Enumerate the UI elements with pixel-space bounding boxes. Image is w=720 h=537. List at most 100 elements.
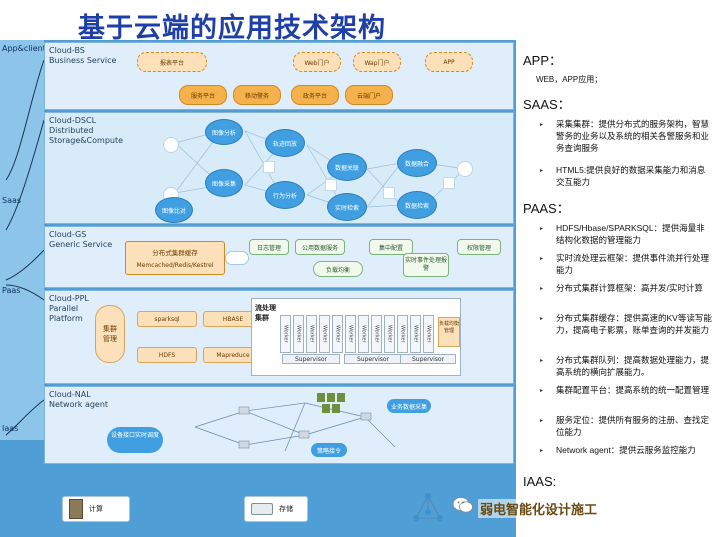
ppl-stream-cluster: 流处理集群 Worker Worker Worker Worker Worker… [251,298,461,376]
paas-item: ▸服务定位：提供所有服务的注册、查找定位能力 [540,415,710,437]
layer-cloud-nal: Cloud-NAL Network agent 业务数 [44,386,514,464]
ppl-cluster-management[interactable]: 集群管理 [95,305,125,363]
nal-strategy-command[interactable]: 策略接令 [311,443,348,457]
wechat-icon [452,497,473,513]
stream-worker: Worker [293,315,304,353]
layer-name-nal: Cloud-NAL Network agent [49,390,109,409]
stream-worker: Worker [423,315,434,353]
stream-worker: Worker [280,315,291,353]
gs-cache-title: 分布式集群缓存 [152,249,198,257]
side-label-saas: Saas [2,196,22,205]
storage-icon [251,503,273,515]
bs-service-platform[interactable]: 服务平台 [179,85,227,105]
gs-cloud-icon [225,251,249,265]
bs-gov-platform[interactable]: 政务平台 [291,85,339,105]
nal-device-interface-dispatch[interactable]: 设备接口实时调度 [107,427,163,453]
storage-card[interactable]: 存储 [244,496,308,522]
paas-item: ▸HDFS/Hbase/SPARKSQL：提供海量非结构化数据的管理能力 [540,223,705,245]
gs-cluster-cache[interactable]: 分布式集群缓存 Memcached/Redis/Kestrel [125,241,225,275]
stream-worker: Worker [358,315,369,353]
ppl-hdfs[interactable]: HDFS [137,347,197,363]
layer-name-bs: Cloud-BS Business Service [49,46,117,65]
saas-item: ▸HTML5:提供良好的数据采集能力和消息交互能力 [540,165,706,187]
paas-item: ▸Network agent：提供云服务监控能力 [540,445,696,455]
bs-cloud-portal[interactable]: 云端门户 [345,85,393,105]
stream-worker: Worker [384,315,395,353]
dscl-node-data-search[interactable]: 数据检索 [397,191,437,219]
stream-load-balance-box[interactable]: 负载均衡管理 [438,317,460,347]
stream-worker: Worker [410,315,421,353]
stream-worker: Worker [371,315,382,353]
dscl-node-data-fusion[interactable]: 数据融合 [397,149,437,177]
page-title: 基于云端的应用技术架构 [78,13,386,44]
layer-name-gs: Cloud-GS Generic Service [49,230,113,249]
ppl-sparksql[interactable]: sparksql [137,311,197,327]
watermark-text: 弱电智能化设计施工 [478,499,600,518]
layer-name-dscl: Cloud-DSCL Distributed Storage&Compute [49,116,124,145]
architecture-diagram: App&client Saas Paas Iaas Cloud-BS Busin… [0,40,516,537]
layer-cloud-gs: Cloud-GS Generic Service 分布式集群缓存 Memcach… [44,226,514,288]
compute-card[interactable]: 计算 [62,496,130,522]
paas-item: ▸集群配置平台：提高系统的统一配置管理 [540,385,710,395]
side-label-iaas: Iaas [2,424,19,433]
gs-cache-subtitle: Memcached/Redis/Kestrel [136,262,214,269]
dscl-relay-square [325,179,337,191]
saas-heading: SAAS： [523,97,571,112]
dscl-node-track-playback[interactable]: 轨迹回放 [265,129,305,157]
saas-item: ▸采集集群：提供分布式的服务架构，智慧警务的业务以及系统的相关各警服务和业务查询… [540,119,710,153]
dscl-node-behavior-analysis[interactable]: 行为分析 [265,181,305,209]
dscl-relay-square [383,187,395,199]
gs-public-data-service[interactable]: 公用数据服务 [295,239,345,255]
dscl-node-image-capture[interactable]: 图像采集 [205,169,243,197]
dscl-node-realtime-search[interactable]: 实时检索 [327,193,367,221]
stream-supervisor: Supervisor [400,354,456,364]
bs-web-portal[interactable]: Web门户 [293,52,341,72]
compute-label: 计算 [89,505,103,513]
ppl-stream-title: 流处理集群 [255,304,276,322]
gs-permission-management[interactable]: 权限管理 [457,239,501,255]
layer-name-ppl: Cloud-PPL Parallel Platform [49,294,89,323]
gs-load-balance[interactable]: 负载均衡 [313,261,363,277]
stream-worker: Worker [397,315,408,353]
side-label-paas: Paas [2,286,21,295]
bs-app[interactable]: APP [425,52,473,72]
stream-supervisor: Supervisor [282,354,340,364]
paas-item: ▸分布式集群队列：提高数据处理能力，提高系统的横向扩展能力。 [540,355,710,377]
dscl-input-node [163,137,179,153]
dscl-node-data-association[interactable]: 数据关联 [327,153,367,181]
iaas-heading: IAAS: [523,474,557,489]
bs-report-platform[interactable]: 报表平台 [137,52,207,72]
app-text: WEB，APP应用； [536,75,603,84]
paas-item: ▸分布式集群计算框架：高并发/实时计算 [540,283,703,293]
nal-network-graph [194,393,396,452]
gs-realtime-event-alarm[interactable]: 实时事件处理报警 [403,253,449,277]
network-icon [413,493,443,521]
dscl-node-image-analysis[interactable]: 图像分析 [205,119,243,145]
paas-heading: PAAS： [523,201,570,216]
stream-worker: Worker [332,315,343,353]
dscl-node-image-compare[interactable]: 图像比对 [155,197,193,223]
dscl-relay-square [263,161,275,173]
side-label-app-client: App&client [2,44,46,53]
stream-supervisor: Supervisor [344,354,402,364]
layer-cloud-bs: Cloud-BS Business Service 报表平台 Web门户 Wap… [44,42,514,110]
stream-worker: Worker [306,315,317,353]
layer-cloud-ppl: Cloud-PPL Parallel Platform 集群管理 sparksq… [44,290,514,384]
bs-mobile-police[interactable]: 移动警务 [233,85,281,105]
stream-worker: Worker [319,315,330,353]
layer-cloud-dscl: Cloud-DSCL Distributed Storage&Compute [44,112,514,224]
stream-worker: Worker [345,315,356,353]
side-strip [0,40,44,440]
gs-log-management[interactable]: 日志管理 [249,239,289,255]
paas-item: ▸分布式集群缓存：提供高速的KV等读写能力，提高电子影票，账单查询的并发能力 [540,313,712,335]
nal-business-data-collection[interactable]: 业务数据采集 [387,399,432,413]
storage-label: 存储 [279,505,293,513]
server-icon [69,499,83,519]
dscl-output-node [457,161,473,177]
bs-wap-portal[interactable]: Wap门户 [353,52,401,72]
gs-central-config[interactable]: 集中配置 [369,239,413,255]
app-heading: APP： [523,53,563,68]
side-connectors [5,59,45,436]
dscl-relay-square [443,177,455,189]
paas-item: ▸实时流处理云框架：提供事件流并行处理能力 [540,253,710,275]
